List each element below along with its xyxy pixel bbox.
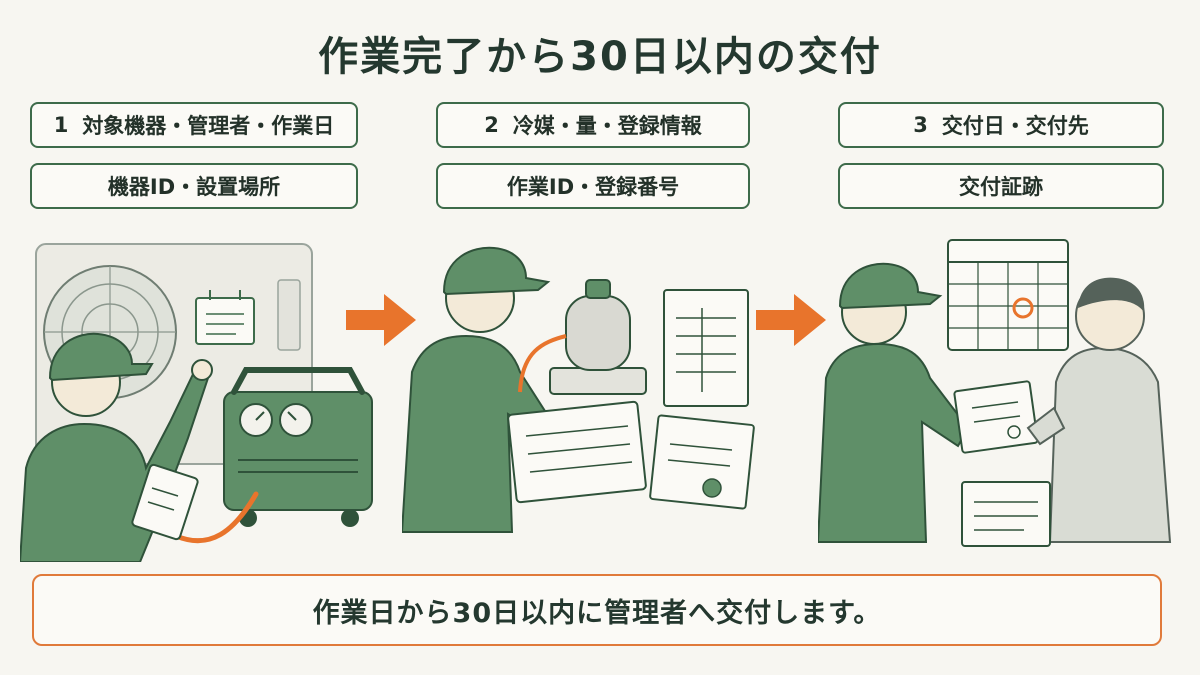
scene-1-inspection (20, 243, 373, 562)
technician-icon (20, 332, 213, 562)
equipment-tag-icon (195, 290, 255, 345)
step-3-number: 3 (913, 113, 928, 137)
step-2-label-box: 2 冷媒・量・登録情報 (436, 102, 750, 148)
certificate-icon (649, 414, 755, 510)
deadline-banner: 作業日から30日以内に管理者へ交付します。 (32, 574, 1162, 646)
clipboard-icon (507, 400, 647, 504)
hose-line (173, 491, 259, 544)
step-1-detail: 機器ID・設置場所 (107, 175, 281, 199)
technician-icon (818, 262, 970, 543)
refrigerant-cylinder-icon (518, 279, 647, 395)
step-1-label: 対象機器・管理者・作業日 (82, 114, 335, 138)
step-3-detail-box: 交付証跡 (838, 163, 1164, 209)
step-1-detail-box: 機器ID・設置場所 (30, 163, 358, 209)
step-3-detail: 交付証跡 (959, 175, 1043, 199)
step-2-label: 冷媒・量・登録情報 (512, 114, 702, 138)
scene-2-recording (402, 246, 755, 533)
page-title: 作業完了から30日以内の交付 (318, 34, 882, 80)
handover-icon (953, 380, 1039, 454)
step-2-detail: 作業ID・登録番号 (506, 175, 680, 199)
manager-icon (1026, 277, 1172, 543)
arrow-right-icon (756, 294, 826, 346)
record-sheet-icon (663, 289, 749, 407)
step-3-label-box: 3 交付日・交付先 (838, 102, 1164, 148)
step-2-number: 2 (484, 113, 499, 137)
recovery-machine-icon (223, 367, 373, 527)
calendar-icon (947, 239, 1069, 351)
step-2-detail-box: 作業ID・登録番号 (436, 163, 750, 209)
step-1-number: 1 (53, 113, 69, 137)
technician-icon (402, 246, 563, 533)
arrow-right-icon (346, 294, 416, 346)
step-3-label: 交付日・交付先 (941, 114, 1089, 138)
banner-text: 作業日から30日以内に管理者へ交付します。 (312, 597, 882, 629)
step-1-label-box: 1 対象機器・管理者・作業日 (30, 102, 358, 148)
clipboard-icon (961, 481, 1051, 547)
scene-3-handover (818, 239, 1172, 547)
